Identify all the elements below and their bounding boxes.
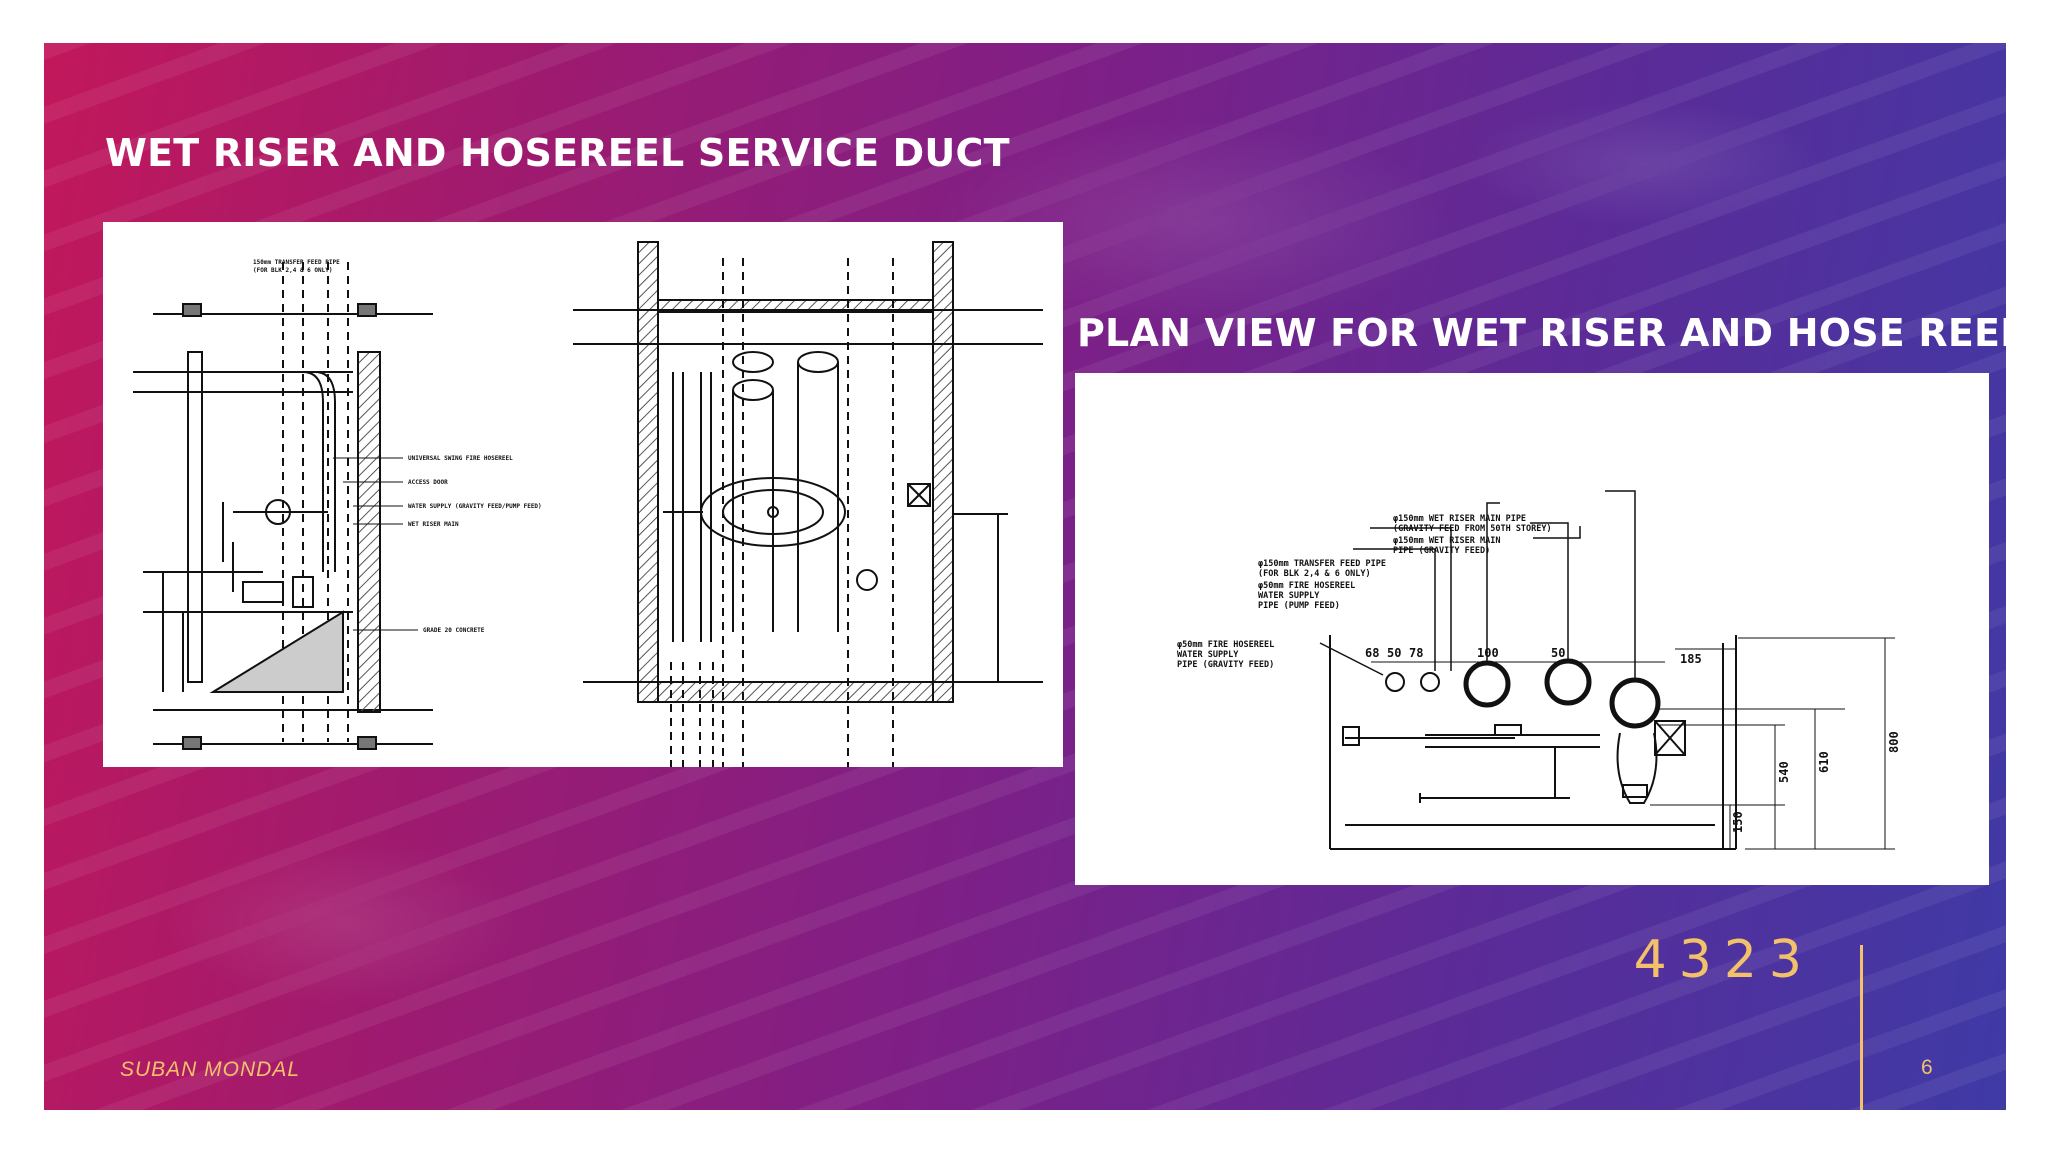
service-duct-elevation-drawing: 150mm TRANSFER FEED PIPE (FOR BLK 2,4 & … — [133, 241, 1043, 767]
accent-divider — [1860, 945, 1863, 1110]
dim-610: 610 — [1817, 751, 1831, 773]
slide-big-number: 4323 — [1633, 930, 1814, 990]
section-title-service-duct: WET RISER AND HOSEREEL SERVICE DUCT — [105, 131, 1010, 175]
dim-185: 185 — [1680, 652, 1702, 666]
dim-78: 78 — [1409, 646, 1423, 660]
plan-label-12: PIPE (GRAVITY FEED) — [1177, 660, 1274, 670]
plan-label-3: φ150mm WET RISER MAIN — [1393, 536, 1500, 546]
plan-label-7: φ50mm FIRE HOSEREEL — [1258, 581, 1355, 591]
plan-label-4: PIPE (GRAVITY FEED) — [1393, 546, 1490, 556]
footer-author: SUBAN MONDAL — [120, 1058, 301, 1081]
section-title-plan-view: PLAN VIEW FOR WET RISER AND HOSE REEL — [1077, 311, 2006, 355]
svg-text:WATER SUPPLY (GRAVITY FEED/PUM: WATER SUPPLY (GRAVITY FEED/PUMP FEED) — [408, 503, 542, 510]
dim-100: 100 — [1477, 646, 1499, 660]
service-duct-drawing: 150mm TRANSFER FEED PIPE (FOR BLK 2,4 & … — [103, 222, 1063, 767]
slide: WET RISER AND HOSEREEL SERVICE DUCT — [44, 43, 2006, 1110]
svg-text:UNIVERSAL SWING FIRE HOSEREEL: UNIVERSAL SWING FIRE HOSEREEL — [408, 455, 513, 462]
plan-label-5: φ150mm TRANSFER FEED PIPE — [1258, 559, 1386, 569]
plan-label-1: φ150mm WET RISER MAIN PIPE — [1393, 514, 1526, 524]
svg-text:(FOR BLK 2,4 & 6 ONLY): (FOR BLK 2,4 & 6 ONLY) — [253, 267, 332, 274]
plan-label-11: WATER SUPPLY — [1177, 650, 1239, 660]
dim-800: 800 — [1887, 731, 1901, 753]
plan-label-9: PIPE (PUMP FEED) — [1258, 601, 1340, 611]
dim-68: 68 — [1365, 646, 1379, 660]
plan-view-drawing: φ150mm WET RISER MAIN PIPE (GRAVITY FEED… — [1075, 373, 1989, 885]
plan-label-2: (GRAVITY FEED FROM 50TH STOREY) — [1393, 524, 1552, 534]
dim-150: 150 — [1731, 811, 1745, 833]
plan-view-svg: φ150mm WET RISER MAIN PIPE (GRAVITY FEED… — [1177, 490, 1901, 850]
svg-text:ACCESS DOOR: ACCESS DOOR — [408, 479, 448, 486]
dim-50b: 50 — [1551, 646, 1565, 660]
plan-label-10: φ50mm FIRE HOSEREEL — [1177, 640, 1274, 650]
svg-text:WET RISER MAIN: WET RISER MAIN — [408, 521, 459, 528]
svg-text:150mm TRANSFER FEED PIPE: 150mm TRANSFER FEED PIPE — [253, 259, 340, 266]
dim-50a: 50 — [1387, 646, 1401, 660]
plan-label-8: WATER SUPPLY — [1258, 591, 1320, 601]
dim-540: 540 — [1777, 761, 1791, 783]
plan-label-6: (FOR BLK 2,4 & 6 ONLY) — [1258, 569, 1371, 579]
svg-text:GRADE 20 CONCRETE: GRADE 20 CONCRETE — [423, 627, 485, 634]
page-number: 6 — [1921, 1056, 1933, 1079]
